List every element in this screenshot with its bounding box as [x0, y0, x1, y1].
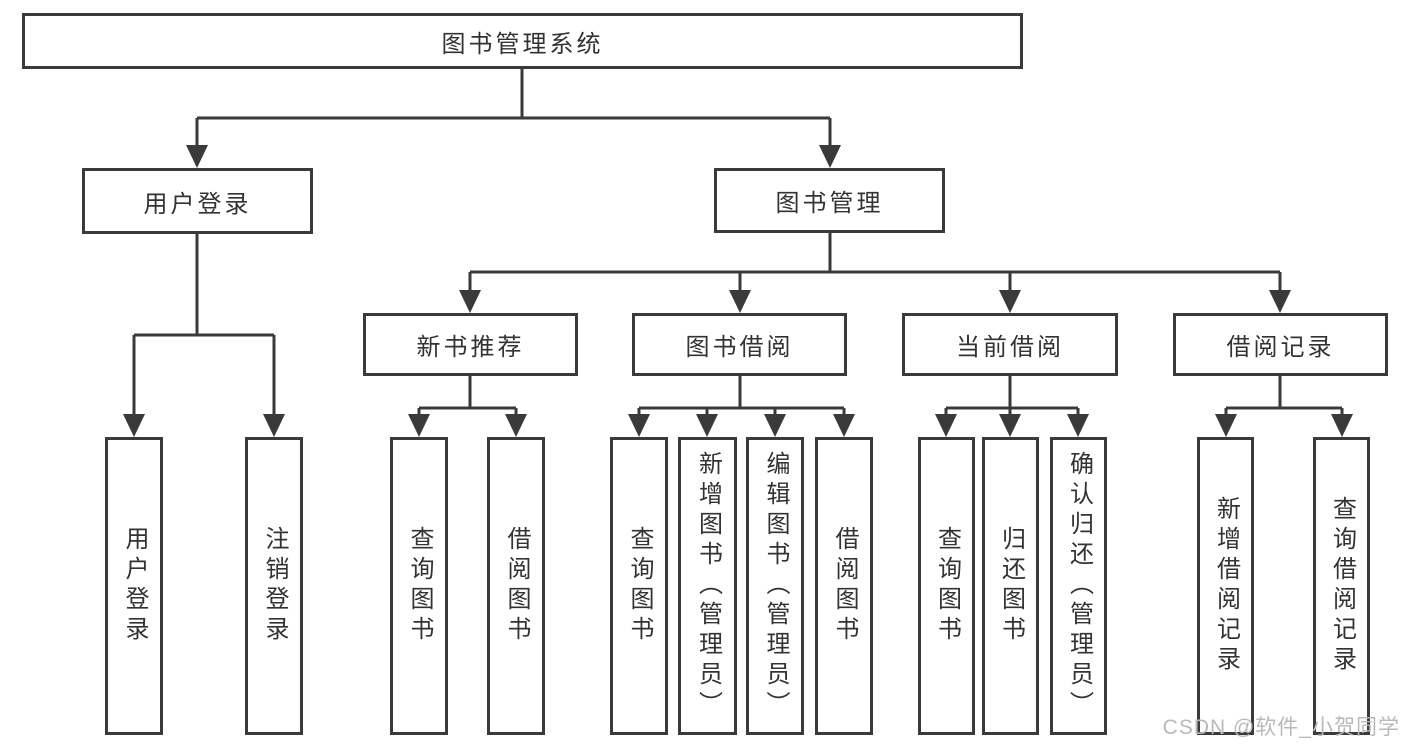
arrowhead — [186, 145, 208, 168]
node-user-login: 用户登录 — [82, 168, 313, 234]
leaf-user-login-label: 用户登录 — [121, 526, 148, 646]
arrowheads — [123, 145, 1353, 437]
node-book-borrowing-label: 图书借阅 — [685, 334, 794, 361]
arrowhead — [935, 414, 957, 437]
arrowhead — [999, 290, 1021, 313]
node-library-system: 图书管理系统 — [22, 13, 1023, 69]
leaf-borrowing-query-books-label: 查询图书 — [626, 526, 653, 646]
leaf-records-add-borrow-record-label: 新增借阅记录 — [1212, 496, 1240, 676]
node-library-system-label: 图书管理系统 — [441, 30, 604, 58]
leaf-current-return-books-label: 归还图书 — [997, 526, 1025, 646]
node-new-book-recommend: 新书推荐 — [363, 313, 578, 376]
arrowhead — [505, 414, 527, 437]
arrowhead — [1331, 414, 1353, 437]
node-user-login-label: 用户登录 — [143, 190, 252, 218]
node-book-borrowing: 图书借阅 — [632, 313, 847, 376]
node-book-management-label: 图书管理 — [775, 190, 884, 217]
leaf-borrowing-add-books-admin-label: 新增图书（管理员） — [694, 451, 722, 721]
leaf-borrowing-query-books: 查询图书 — [610, 437, 668, 735]
arrowhead — [833, 414, 855, 437]
leaf-current-confirm-return-admin-label: 确认归还（管理员） — [1065, 451, 1093, 721]
arrowhead — [263, 414, 285, 437]
arrowhead — [628, 414, 650, 437]
leaf-newrec-query-books-label: 查询图书 — [406, 526, 433, 646]
leaf-borrowing-edit-books-admin-label: 编辑图书（管理员） — [762, 451, 789, 721]
arrowhead — [1269, 290, 1291, 313]
watermark: CSDN @软件_小贺同学 — [1162, 716, 1400, 739]
arrowhead — [408, 414, 430, 437]
node-new-book-recommend-label: 新书推荐 — [416, 334, 525, 361]
node-borrowing-records: 借阅记录 — [1173, 313, 1388, 376]
leaf-logout-login: 注销登录 — [245, 437, 303, 735]
node-book-management: 图书管理 — [714, 168, 945, 233]
leaf-records-query-borrow-record-label: 查询借阅记录 — [1328, 496, 1356, 676]
leaf-current-query-books-label: 查询图书 — [933, 526, 961, 646]
leaf-user-login: 用户登录 — [105, 437, 163, 735]
arrowhead — [1215, 414, 1237, 437]
leaf-records-query-borrow-record: 查询借阅记录 — [1313, 437, 1370, 735]
arrowhead — [819, 145, 841, 168]
leaf-current-return-books: 归还图书 — [982, 437, 1039, 735]
arrowhead — [1067, 414, 1089, 437]
node-borrowing-records-label: 借阅记录 — [1226, 334, 1335, 361]
arrowhead — [459, 290, 481, 313]
leaf-borrowing-add-books-admin: 新增图书（管理员） — [678, 437, 737, 735]
leaf-borrowing-borrow-books-label: 借阅图书 — [831, 526, 858, 646]
leaf-current-query-books: 查询图书 — [918, 437, 975, 735]
connector-path — [132, 68, 1344, 416]
arrowhead — [696, 414, 718, 437]
arrowhead — [729, 290, 751, 313]
leaf-borrowing-borrow-books: 借阅图书 — [815, 437, 873, 735]
arrowhead — [764, 414, 786, 437]
arrowhead — [123, 414, 145, 437]
arrowhead — [999, 414, 1021, 437]
leaf-borrowing-edit-books-admin: 编辑图书（管理员） — [746, 437, 804, 735]
leaf-logout-login-label: 注销登录 — [261, 526, 288, 646]
leaf-newrec-borrow-books: 借阅图书 — [487, 437, 545, 735]
leaf-newrec-borrow-books-label: 借阅图书 — [503, 526, 530, 646]
leaf-current-confirm-return-admin: 确认归还（管理员） — [1050, 437, 1107, 735]
node-current-borrowing: 当前借阅 — [902, 313, 1118, 376]
leaf-records-add-borrow-record: 新增借阅记录 — [1197, 437, 1254, 735]
node-current-borrowing-label: 当前借阅 — [956, 334, 1064, 361]
leaf-newrec-query-books: 查询图书 — [390, 437, 448, 735]
